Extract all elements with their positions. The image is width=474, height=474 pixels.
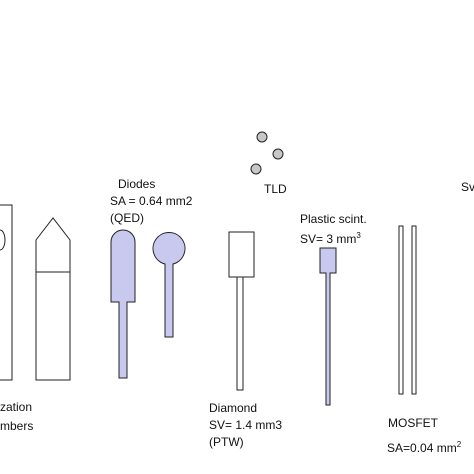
mosfet-sa-text: SA=0.04 mm [387,441,457,455]
plastic-sv: SV= 3 mm3 [300,228,361,247]
diamond-title: Diamond [209,401,258,415]
mosfet-sa: SA=0.04 mm2 [387,437,461,456]
diodes-maker: (QED) [110,211,144,225]
plastic-scintillator [319,247,337,406]
diode-1 [110,229,136,379]
diodes-title: Diodes [118,177,156,191]
cut-right-label: Sv [461,180,474,194]
diamond-detector [228,231,255,391]
ionization-chamber-2 [35,217,71,381]
plastic-sv-text: SV= 3 mm [300,232,357,246]
tld-chip-3 [250,163,262,175]
tld-label: TLD [264,182,287,196]
mosfet-title: MOSFET [388,416,438,430]
ionization-chamber-1 [0,204,13,381]
mosfet-sa-exponent: 2 [456,440,462,449]
tld-chip-1 [256,131,268,143]
plastic-sv-exponent: 3 [356,231,361,240]
tld-chip-2 [272,148,284,160]
plastic-title: Plastic scint. [300,212,367,226]
diamond-sv: SV= 1.4 mm3 [209,418,283,432]
ionization-label-line1: zation [0,400,33,414]
ionization-label-line2: mbers [0,419,34,433]
mosfet-detector [398,225,417,395]
diode-2 [152,232,186,338]
diamond-maker: (PTW) [209,435,244,449]
diodes-sa: SA = 0.64 mm2 [110,194,193,208]
